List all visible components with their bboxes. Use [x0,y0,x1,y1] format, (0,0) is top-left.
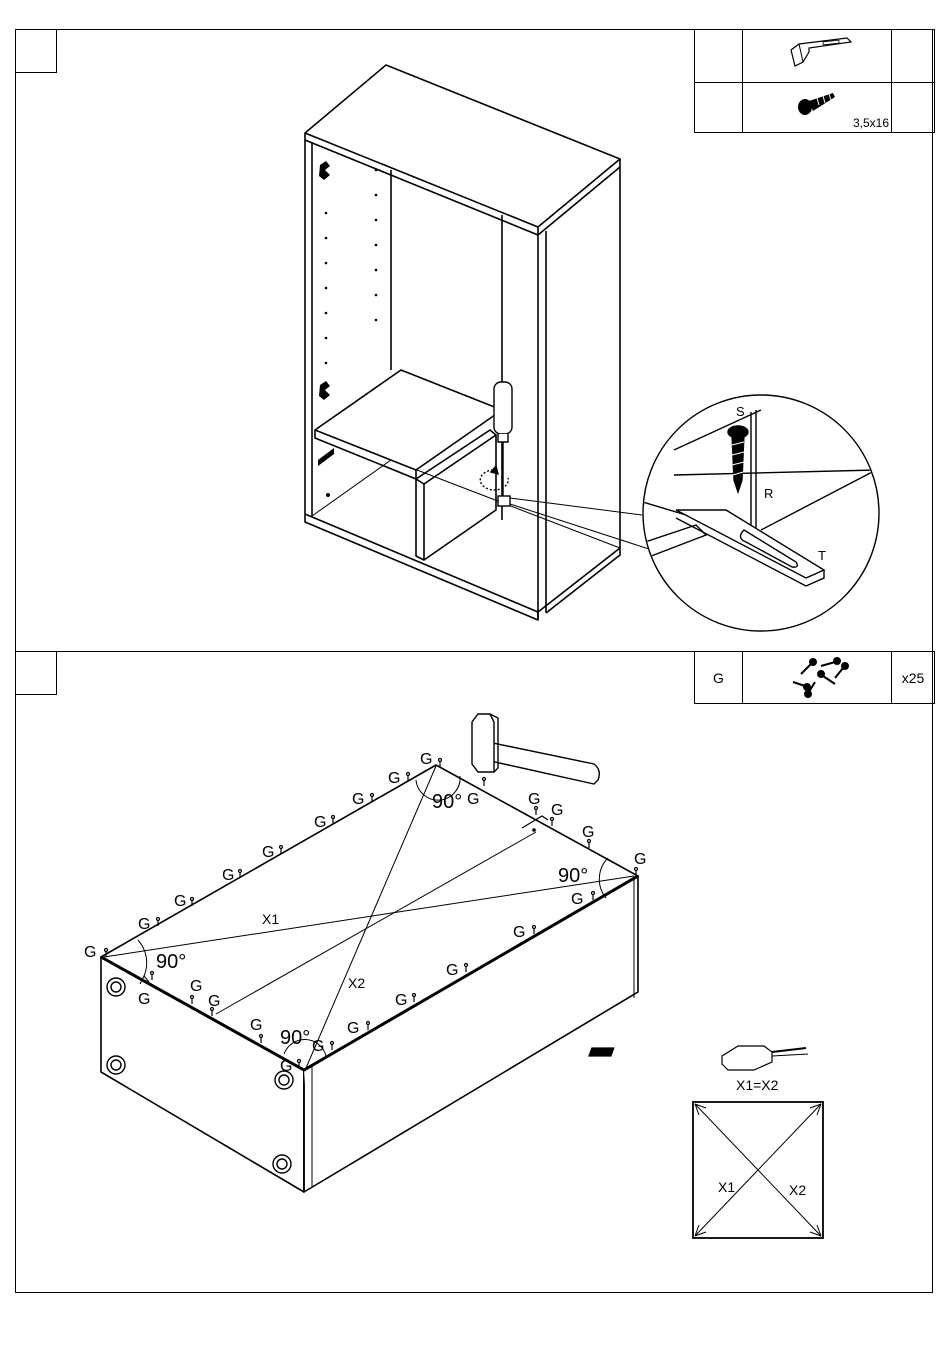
angle-label: 90° [280,1027,310,1049]
detail-label-t: T [818,548,826,563]
nail-label: G [634,851,646,868]
nail-label: G [138,916,150,933]
legend-x2-label: X2 [789,1182,806,1198]
nail-label: G [467,791,479,808]
nail-label: G [138,991,150,1008]
nail-label: G [420,751,432,768]
back-panel-illustration: 90° 90° 90° 90° X1 X2 [16,652,934,1294]
step-2-panel: G x25 [15,651,933,1293]
nail-label: G [513,924,525,941]
nail-label: G [262,844,274,861]
nail-label: G [312,1038,324,1055]
nail-label: G [174,893,186,910]
legend-x1-label: X1 [718,1179,735,1195]
nail-label: G [446,962,458,979]
cabinet-illustration: S R T [16,30,934,653]
nail-label: G [314,814,326,831]
nail-label: G [571,891,583,908]
diagonal-legend [693,1102,823,1238]
diagonal-x2-label: X2 [348,975,365,991]
hinge-icon [319,161,330,400]
angle-label: 90° [432,791,462,813]
nail-label: G [395,992,407,1009]
nail-label: G [582,824,594,841]
nail-label: G [388,770,400,787]
detail-label-s: S [736,404,745,419]
measuring-tape-icon [589,1046,808,1070]
angle-label: 90° [156,951,186,973]
nail-label: G [352,791,364,808]
nail-label: G [528,791,540,808]
nail-label: G [551,802,563,819]
nail-label: G [208,993,220,1010]
nail-label: G [222,867,234,884]
diagonal-x1-label: X1 [262,911,279,927]
detail-label-r: R [764,486,773,501]
angle-label: 90° [558,865,588,887]
measure-rule-label: X1=X2 [736,1077,779,1093]
nail-label: G [190,978,202,995]
nail-label: G [250,1017,262,1034]
nail-label: G [84,944,96,961]
step-1-panel: 3,5x16 [15,29,933,652]
hammer-icon [472,714,599,784]
detail-magnifier: S R T [636,395,879,631]
nail-label: G [280,1058,292,1075]
nail-label: G [347,1020,359,1037]
